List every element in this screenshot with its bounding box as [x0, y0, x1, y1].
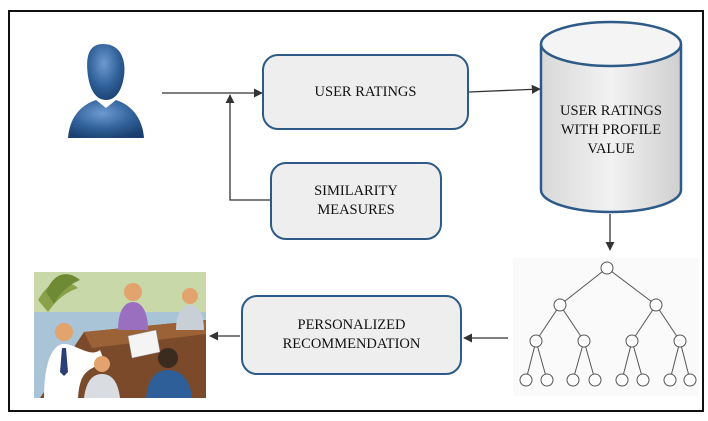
- similarity-measures-box: SIMILARITY MEASURES: [270, 162, 442, 240]
- database-label: USER RATINGS WITH PROFILE VALUE: [560, 103, 662, 157]
- database-cylinder-icon: [539, 20, 683, 214]
- edge-user-ratings-to-database: [468, 84, 541, 94]
- binary-tree-icon: [513, 258, 699, 396]
- meeting-clipart-image: [34, 272, 206, 398]
- personalized-recommendation-box: PERSONALIZED RECOMMENDATION: [241, 295, 462, 375]
- edge-similarity-to-user-ratings: [225, 94, 270, 201]
- user-ratings-box: USER RATINGS: [262, 54, 469, 130]
- user-silhouette-icon: [68, 44, 144, 138]
